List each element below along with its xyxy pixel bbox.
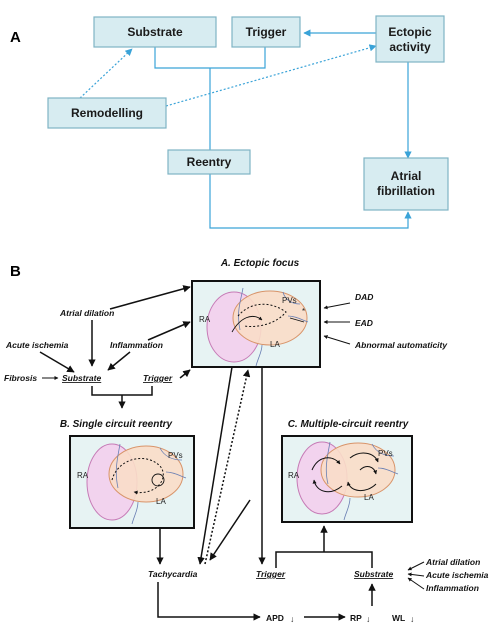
- panel-a-connectors: [79, 29, 412, 229]
- multiple-circuit-panel: RA PVs LA: [281, 435, 413, 523]
- single-circuit-panel: RA PVs LA: [69, 435, 195, 529]
- cause-arrows: [39, 285, 191, 409]
- cause-trigger: Trigger: [143, 373, 173, 383]
- mechanism-arrows: [323, 302, 351, 345]
- ra-label-single: RA: [77, 471, 89, 480]
- pvs-label-multiple: PVs: [378, 449, 393, 458]
- rp-down-arrow-icon: ↓: [366, 614, 370, 624]
- bottom-rp: RP: [350, 613, 362, 623]
- cause-atrial-dilation: Atrial dilation: [59, 308, 114, 318]
- pvs-label-single: PVs: [168, 451, 183, 460]
- right-cause-acute-ischemia: Acute ischemia: [425, 570, 489, 580]
- mechanism-ead: EAD: [355, 318, 373, 328]
- ra-label-ectopic: RA: [199, 315, 211, 324]
- single-circuit-title: B. Single circuit reentry: [60, 419, 173, 430]
- af-box-label-line1: Atrial: [391, 169, 422, 183]
- substrate-box: Substrate: [93, 16, 217, 48]
- bottom-wl: WL: [392, 613, 405, 623]
- apd-down-arrow-icon: ↓: [290, 614, 294, 624]
- ectopic-box-label-line2: activity: [389, 40, 431, 54]
- atrial-fibrillation-box: Atrial fibrillation: [363, 157, 449, 211]
- wl-down-arrow-icon: ↓: [410, 614, 414, 624]
- star-icon: *: [302, 307, 305, 316]
- bottom-trigger: Trigger: [256, 569, 286, 579]
- ectopic-box-label-line1: Ectopic: [388, 25, 432, 39]
- right-cause-atrial-dilation: Atrial dilation: [425, 557, 480, 567]
- panel-a-label: A: [10, 29, 21, 46]
- cause-inflammation: Inflammation: [110, 340, 163, 350]
- remodelling-box-label: Remodelling: [71, 106, 143, 120]
- ectopic-focus-title: A. Ectopic focus: [220, 258, 300, 269]
- la-label-single: LA: [156, 497, 166, 506]
- ectopic-focus-panel: * RA PVs LA: [191, 280, 321, 368]
- right-cause-inflammation: Inflammation: [426, 583, 479, 593]
- ra-label-multiple: RA: [288, 471, 300, 480]
- substrate-box-label: Substrate: [127, 25, 183, 39]
- ectopic-activity-box: Ectopic activity: [375, 15, 445, 63]
- trigger-box: Trigger: [231, 16, 301, 48]
- cause-substrate: Substrate: [62, 373, 101, 383]
- bottom-apd: APD: [266, 613, 284, 623]
- mechanism-abnormal-automaticity: Abnormal automaticity: [354, 340, 448, 350]
- cause-acute-ischemia: Acute ischemia: [5, 340, 69, 350]
- panel-b-flow-arrows: [156, 366, 425, 621]
- cause-fibrosis: Fibrosis: [4, 373, 37, 383]
- la-label-ectopic: LA: [270, 340, 280, 349]
- la-label-multiple: LA: [364, 493, 374, 502]
- trigger-box-label: Trigger: [246, 25, 287, 39]
- remodelling-box: Remodelling: [47, 97, 167, 129]
- pvs-label-ectopic: PVs: [282, 296, 297, 305]
- reentry-box-label: Reentry: [187, 155, 232, 169]
- bottom-substrate: Substrate: [354, 569, 393, 579]
- bottom-tachycardia: Tachycardia: [148, 569, 198, 579]
- panel-b-label: B: [10, 263, 21, 280]
- reentry-box: Reentry: [167, 149, 251, 175]
- af-box-label-line2: fibrillation: [377, 184, 435, 198]
- multiple-circuit-title: C. Multiple-circuit reentry: [288, 419, 409, 430]
- mechanism-dad: DAD: [355, 292, 373, 302]
